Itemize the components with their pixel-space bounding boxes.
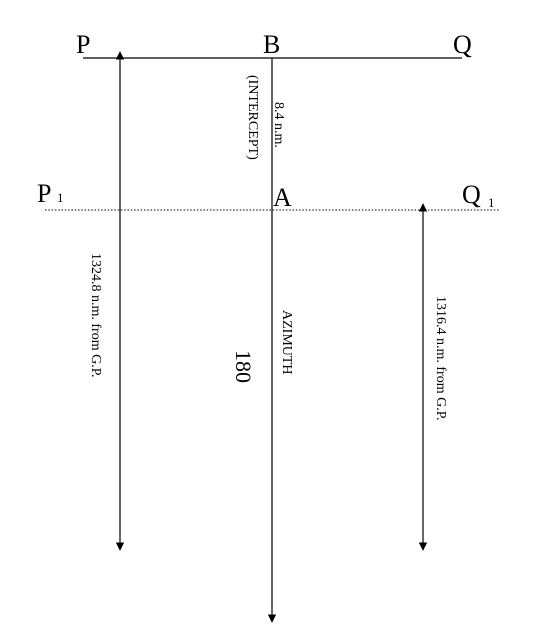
right-distance-label: 1316.4 n.m. from G.P. [433,296,448,420]
label-q: Q [453,30,472,59]
intercept-label: (INTERCEPT) [245,75,260,160]
label-q1: Q [462,180,481,209]
label-q1-subscript: 1 [488,195,495,210]
label-p1: P [37,179,51,208]
label-a: A [273,183,292,212]
label-p: P [76,30,90,59]
intercept-value: 8.4 n.m. [271,102,286,148]
label-p1-subscript: 1 [57,190,64,205]
label-b: B [263,30,280,59]
azimuth-value: 180 [231,350,256,383]
left-distance-label: 1324.8 n.m. from G.P. [88,253,103,377]
azimuth-label: AZIMUTH [279,310,294,375]
